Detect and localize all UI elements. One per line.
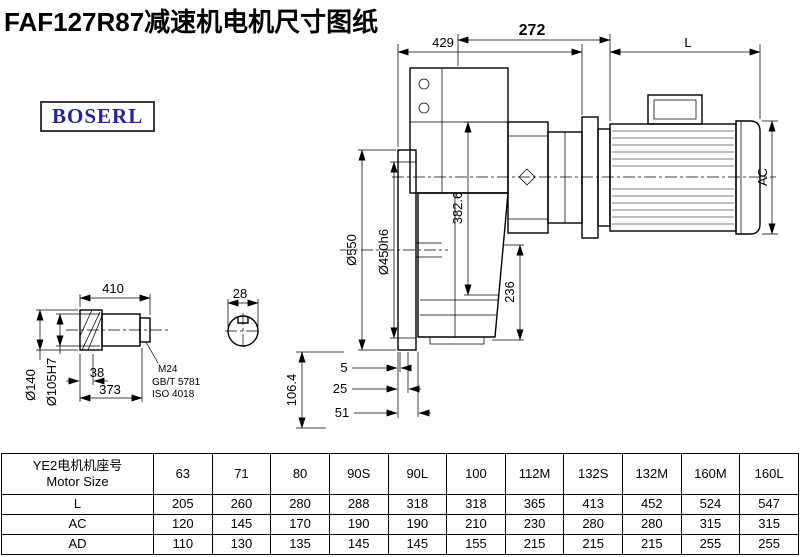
standard-callout-gbt: GB/T 5781	[152, 377, 201, 388]
cell: 230	[504, 514, 565, 535]
cell: 130	[211, 534, 272, 555]
dim-373-label: 373	[99, 382, 121, 397]
dimension-flange-diameters: Ø550 Ø450h6	[344, 149, 398, 351]
table-row-AD: AD 110 130 135 145 145 155 215 215 215 2…	[1, 534, 799, 555]
cell: 280	[622, 514, 682, 535]
dim-L-label: L	[684, 35, 691, 50]
motor-assembly	[392, 94, 776, 239]
shaft-end	[139, 317, 151, 343]
cell: 280	[270, 494, 330, 515]
header-cell: 132S	[563, 453, 623, 495]
motor-size-label-en: Motor Size	[46, 474, 109, 489]
cell: 315	[739, 514, 799, 535]
dim-ac-label: AC	[755, 168, 770, 186]
header-cell: 132M	[622, 453, 682, 495]
table-header-row: YE2电机机座号 Motor Size 63 71 80 90S 90L 100…	[1, 453, 799, 495]
header-cell: 90L	[387, 453, 448, 495]
shaft-section-view: 28	[225, 286, 261, 349]
motor-fins	[612, 130, 734, 225]
cell: 210	[446, 514, 506, 535]
dim-28-label: 28	[233, 286, 247, 301]
technical-drawing: 429 272 L AC Ø550 Ø450h6	[23, 22, 778, 429]
cell: 524	[680, 494, 741, 515]
cell: 260	[211, 494, 272, 515]
motor-size-header-cell: YE2电机机座号 Motor Size	[1, 453, 154, 495]
header-cell: 71	[211, 453, 272, 495]
dimension-ac: AC	[755, 120, 778, 235]
bolt-hole-icon	[418, 78, 430, 90]
dim-d450-label: Ø450h6	[376, 229, 391, 275]
row-label: AD	[1, 534, 154, 555]
boserl-logo-text: BOSERL	[52, 104, 144, 128]
dim-272-label: 272	[519, 22, 546, 39]
header-cell: 160M	[680, 453, 741, 495]
cell: 155	[446, 534, 506, 555]
header-cell: 90S	[328, 453, 389, 495]
table-row-AC: AC 120 145 170 190 190 210 230 280 280 3…	[1, 514, 799, 535]
cell: 170	[270, 514, 330, 535]
motor-size-label-cn: YE2电机机座号	[32, 457, 123, 473]
dimension-vertical: 382.6 236	[450, 121, 524, 341]
thread-callout-m24: M24	[158, 364, 178, 375]
header-cell: 100	[446, 453, 506, 495]
cell: 205	[153, 494, 213, 515]
header-cell: 160L	[739, 453, 799, 495]
dim-d550-label: Ø550	[344, 234, 359, 266]
dim-51-label: 51	[335, 405, 349, 420]
dimension-bottom: 5 25 51 106.4	[284, 351, 431, 429]
shaft-detail: 410 Ø140 Ø105H7 38 373 M24 GB/T 5781 ISO…	[23, 281, 201, 406]
cell: 318	[446, 494, 506, 515]
cell: 255	[739, 534, 799, 555]
page-title: FAF127R87减速机电机尺寸图纸	[4, 7, 379, 37]
dim-38-label: 38	[90, 365, 104, 380]
cell: 120	[153, 514, 213, 535]
cell: 215	[563, 534, 623, 555]
dim-d105-label: Ø105H7	[44, 358, 59, 406]
cell: 452	[622, 494, 682, 515]
dim-429-label: 429	[432, 35, 454, 50]
cell: 255	[680, 534, 741, 555]
cell: 413	[563, 494, 623, 515]
dim-410-label: 410	[102, 281, 124, 296]
cell: 215	[622, 534, 682, 555]
dim-d140-label: Ø140	[23, 369, 38, 401]
cell: 288	[328, 494, 389, 515]
dim-5-label: 5	[340, 360, 347, 375]
header-cell: 63	[153, 453, 213, 495]
terminal-box	[647, 94, 703, 125]
cell: 190	[328, 514, 389, 535]
header-cell: 80	[270, 453, 330, 495]
cell: 215	[504, 534, 565, 555]
cell: 145	[211, 514, 272, 535]
row-label: AC	[1, 514, 154, 535]
cell: 110	[153, 534, 213, 555]
dim-382-label: 382.6	[450, 192, 465, 225]
cell: 280	[563, 514, 623, 535]
standard-callout-iso: ISO 4018	[152, 389, 195, 400]
cell: 145	[328, 534, 389, 555]
fan-cowl	[735, 120, 761, 235]
table-row-L: L 205 260 280 288 318 318 365 413 452 52…	[1, 494, 799, 515]
header-cell: 112M	[504, 453, 565, 495]
cell: 318	[387, 494, 448, 515]
dim-236-label: 236	[502, 281, 517, 303]
cell: 135	[270, 534, 330, 555]
cell: 190	[387, 514, 448, 535]
bolt-hole-icon	[418, 102, 430, 114]
dim-106-label: 106.4	[284, 374, 299, 407]
boserl-logo: BOSERL	[40, 101, 156, 132]
cell: 365	[504, 494, 565, 515]
leader-line	[145, 341, 159, 364]
row-label: L	[1, 494, 154, 515]
cell: 315	[680, 514, 741, 535]
gearbox-housing	[340, 67, 509, 351]
diamond-mark-icon	[518, 168, 536, 186]
dim-25-label: 25	[333, 381, 347, 396]
motor-size-table: YE2电机机座号 Motor Size 63 71 80 90S 90L 100…	[1, 453, 799, 555]
cell: 145	[387, 534, 448, 555]
cell: 547	[739, 494, 799, 515]
motor-body	[609, 123, 737, 232]
dimension-top: 429 272 L	[397, 22, 761, 147]
